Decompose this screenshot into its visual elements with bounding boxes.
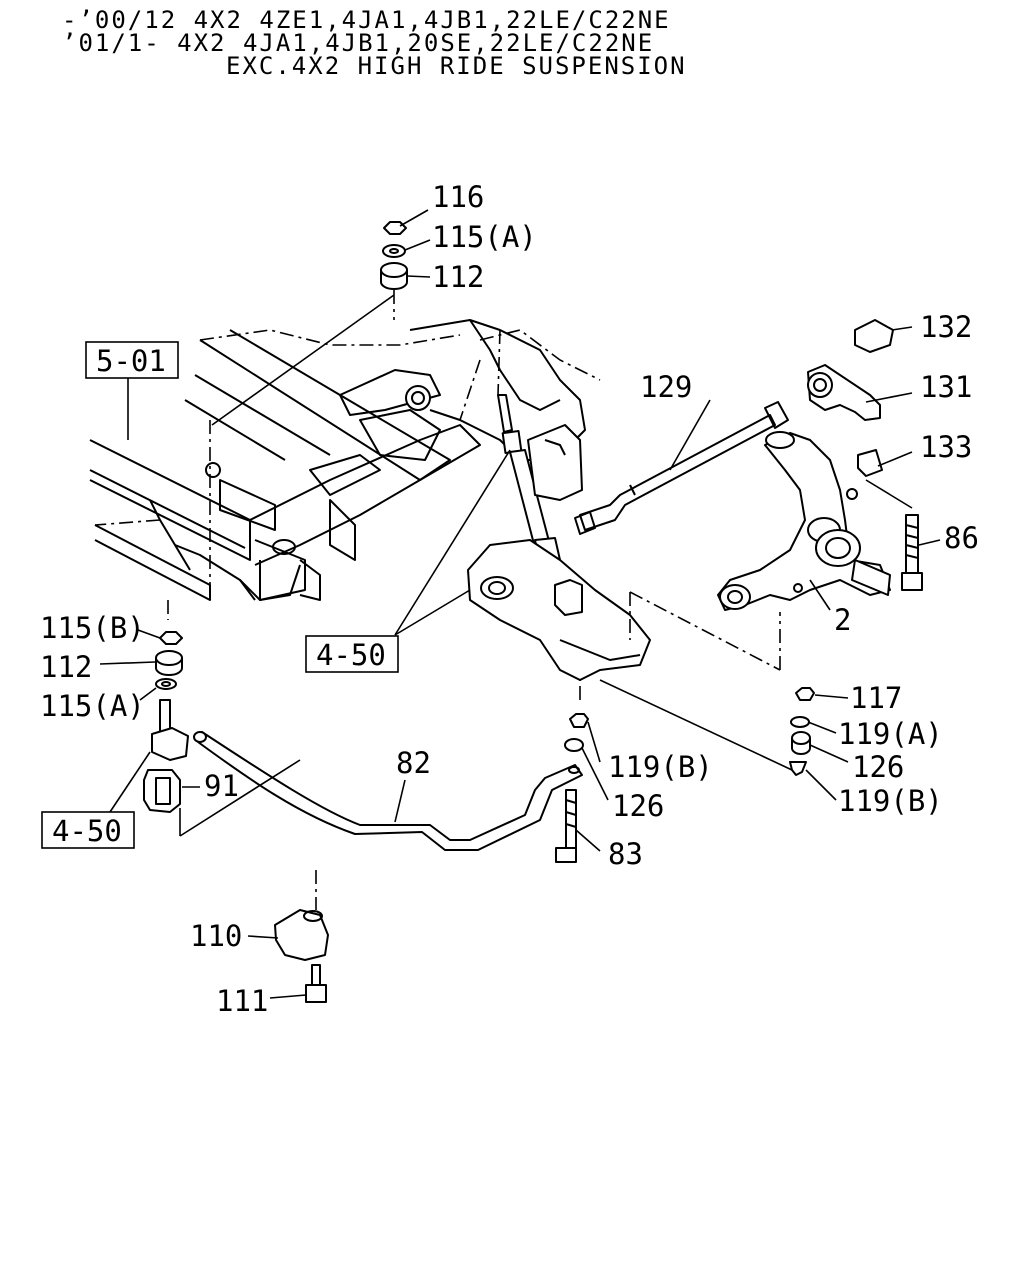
ref-label-5-01: 5-01 <box>96 344 166 378</box>
header: -’00/12 4X2 4ZE1,4JA1,4JB1,22LE/C22NE ’0… <box>62 6 687 80</box>
bracket-110-icon <box>274 909 329 961</box>
label-117: 117 <box>850 681 902 715</box>
clip-132-icon <box>854 319 894 353</box>
label-131: 131 <box>920 370 972 404</box>
label-116: 116 <box>432 180 484 214</box>
label-112-top: 112 <box>432 260 484 294</box>
label-110: 110 <box>190 919 242 953</box>
bolt-86-icon <box>901 514 923 591</box>
header-line-1: -’00/12 4X2 4ZE1,4JA1,4JB1,22LE/C22NE <box>62 6 671 34</box>
upper-mount-hardware <box>380 221 408 290</box>
stabilizer-hardware-left <box>143 631 189 813</box>
header-line-2: ’01/1- 4X2 4JA1,4JB1,20SE,22LE/C22NE <box>62 29 654 57</box>
leader-lines <box>99 209 941 999</box>
label-115b: 115(B) <box>40 611 145 645</box>
label-115a-top: 115(A) <box>432 220 537 254</box>
steering-knuckle-drawing <box>717 431 891 611</box>
bolt-111-icon <box>305 964 327 1003</box>
torsion-bar-drawing <box>574 401 789 535</box>
link-hardware-center <box>555 713 589 863</box>
ref-box-4-50-mid[interactable]: 4-50 <box>305 635 399 673</box>
part-labels: 116 115(A) 112 132 131 129 133 86 2 115(… <box>40 180 979 1018</box>
ref-label-4-50-left: 4-50 <box>52 814 122 848</box>
lower-control-arm-drawing <box>467 539 651 700</box>
label-111: 111 <box>216 984 268 1018</box>
label-86: 86 <box>944 521 979 555</box>
label-126-right: 126 <box>852 750 904 784</box>
header-line-3: EXC.4X2 HIGH RIDE SUSPENSION <box>226 52 687 80</box>
ref-box-5-01[interactable]: 5-01 <box>85 341 179 379</box>
label-119a: 119(A) <box>838 717 943 751</box>
label-82: 82 <box>396 746 431 780</box>
label-133: 133 <box>920 430 972 464</box>
stabilizer-bar-drawing <box>193 731 583 851</box>
label-83: 83 <box>608 837 643 871</box>
label-91: 91 <box>204 769 239 803</box>
bushing-133-icon <box>857 449 883 477</box>
label-119b-right: 119(B) <box>838 784 943 818</box>
label-115a-mid: 115(A) <box>40 689 145 723</box>
chassis-frame-drawing <box>89 319 601 601</box>
link-131-icon <box>807 364 881 421</box>
link-hardware-right <box>789 687 815 776</box>
ref-label-4-50-mid: 4-50 <box>316 638 386 672</box>
label-2: 2 <box>834 603 851 637</box>
washer-115a-icon <box>382 244 406 258</box>
label-126-mid: 126 <box>612 789 664 823</box>
ref-box-4-50-left[interactable]: 4-50 <box>41 811 135 849</box>
leader-line <box>865 479 913 509</box>
label-112-mid: 112 <box>40 650 92 684</box>
label-129: 129 <box>640 370 692 404</box>
label-119b-mid: 119(B) <box>608 750 713 784</box>
dash-guide <box>629 591 781 671</box>
spring-bracket-drawing <box>527 424 583 501</box>
leader-line <box>211 294 395 426</box>
label-132: 132 <box>920 310 972 344</box>
